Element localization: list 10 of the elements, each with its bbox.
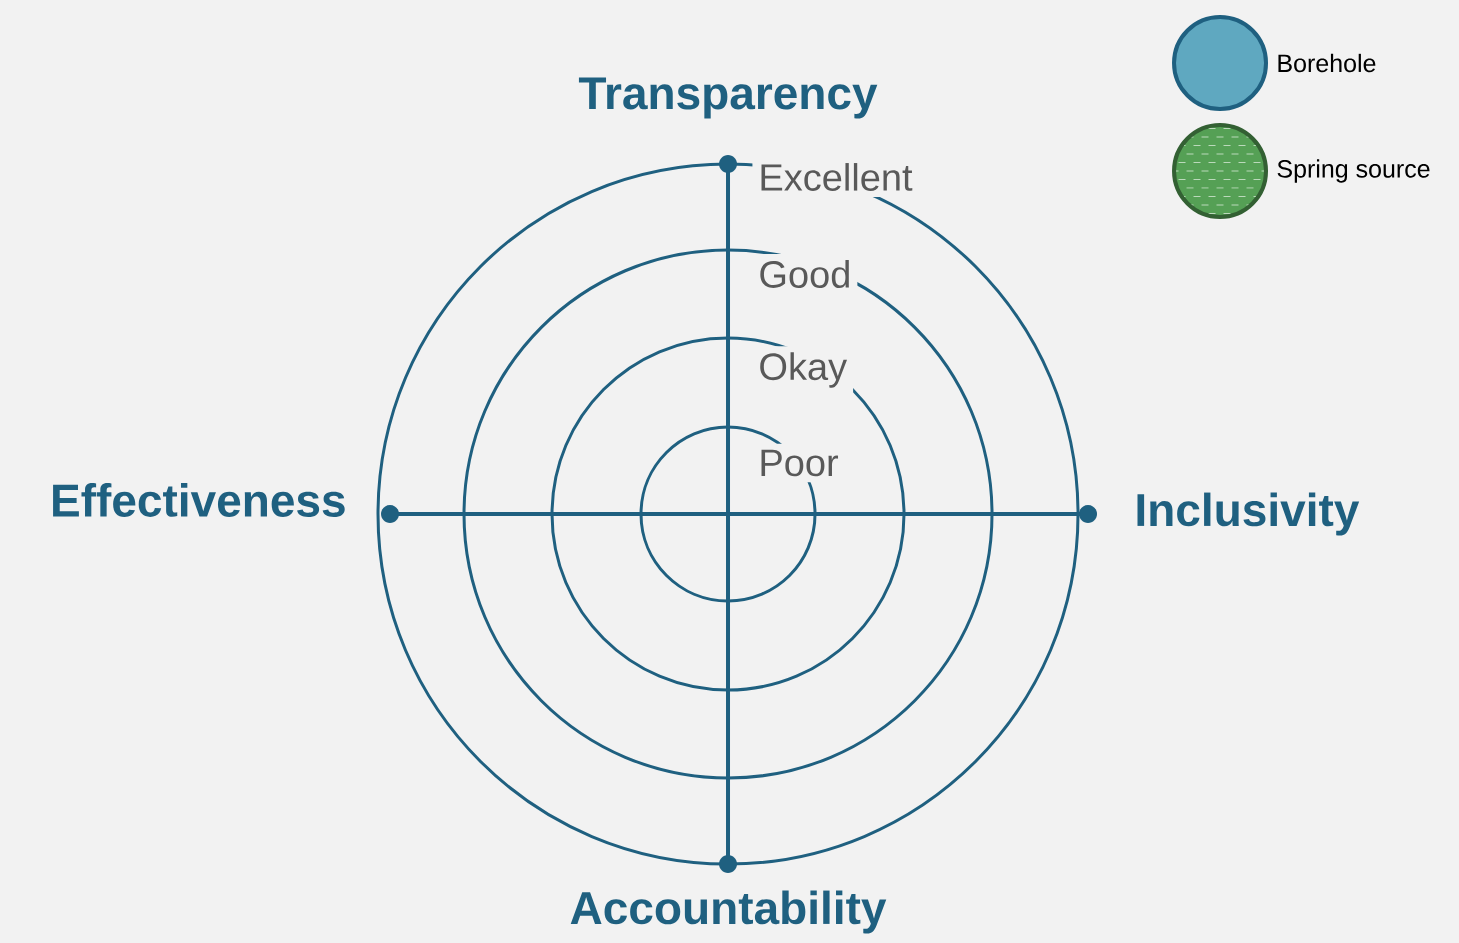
- axis-label: Accountability: [570, 890, 887, 934]
- axis-label: Inclusivity: [1137, 492, 1360, 536]
- legend-label: Borehole: [1278, 53, 1376, 73]
- scale-label: Poor: [752, 443, 845, 483]
- scale-label: Okay: [752, 346, 854, 394]
- axis-label: Effectiveness: [53, 483, 345, 517]
- scale-label: Excellent: [752, 157, 919, 197]
- axis-label: Transparency: [578, 77, 878, 119]
- scale-label: Good: [752, 254, 858, 294]
- legend-label: Spring source: [1277, 159, 1430, 183]
